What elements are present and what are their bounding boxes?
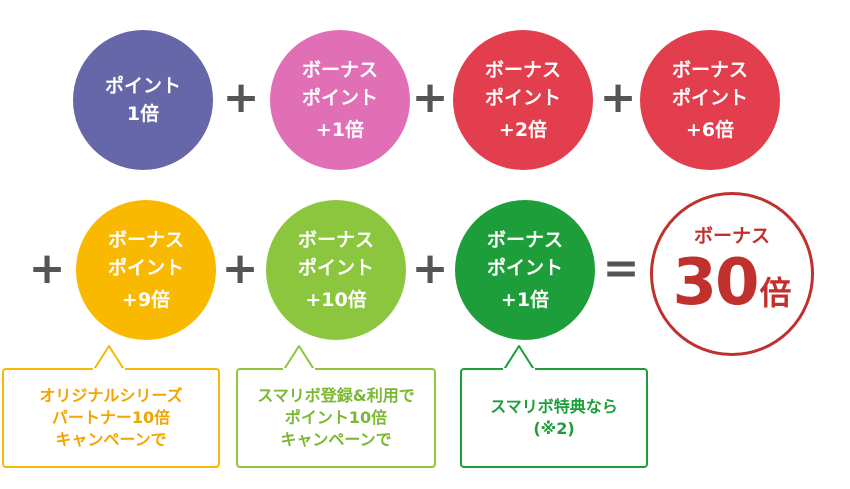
callout-pointer: [283, 345, 315, 370]
circle-text-line: ポイント: [486, 257, 563, 279]
circle-text-line: ポイント: [301, 87, 378, 109]
plus-operator: +: [222, 72, 260, 123]
total-bonus-unit: 倍: [759, 274, 792, 312]
callout-text-line: ポイント10倍: [284, 408, 388, 427]
equals-operator: =: [602, 243, 640, 294]
circle-text-line: 1倍: [126, 103, 160, 125]
plus-operator: +: [28, 243, 66, 294]
circle-text-line: ポイント: [104, 75, 181, 97]
callout-text-line: スマリボ特典なら: [490, 397, 618, 416]
total-bonus-number: 30: [672, 246, 759, 320]
bonus-plus9-circle: ボーナス ポイント +9倍: [76, 200, 216, 340]
circle-text-line: +2倍: [498, 119, 548, 141]
plus-operator: +: [599, 72, 637, 123]
callout-sumaribo-benefit: スマリボ特典なら (※2): [460, 368, 648, 468]
bonus-plus10-circle: ボーナス ポイント +10倍: [266, 200, 406, 340]
circle-text-line: ボーナス: [301, 59, 378, 81]
circle-text-line: +10倍: [305, 289, 367, 311]
base-point-circle: ポイント 1倍: [73, 30, 213, 170]
circle-text-line: ボーナス: [107, 229, 184, 251]
callout-text-line: オリジナルシリーズ: [39, 386, 183, 405]
circle-text-line: ボーナス: [671, 59, 748, 81]
bonus-plus6-circle: ボーナス ポイント +6倍: [640, 30, 780, 170]
circle-text-line: +1倍: [500, 289, 550, 311]
plus-operator: +: [411, 243, 449, 294]
bonus-plus2-circle: ボーナス ポイント +2倍: [453, 30, 593, 170]
callout-text-line: キャンペーンで: [280, 430, 392, 449]
circle-text-line: +6倍: [685, 119, 735, 141]
circle-text-line: ポイント: [107, 257, 184, 279]
callout-text-line: キャンペーンで: [55, 430, 167, 449]
total-bonus-circle: ボーナス 30 倍: [650, 192, 814, 356]
bonus-sumaribo-circle: ボーナス ポイント +1倍: [455, 200, 595, 340]
circle-text-line: ポイント: [484, 87, 561, 109]
callout-sumaribo-registration: スマリボ登録&利用で ポイント10倍 キャンペーンで: [236, 368, 436, 468]
bonus-plus1-circle: ボーナス ポイント +1倍: [270, 30, 410, 170]
callout-original-series: オリジナルシリーズ パートナー10倍 キャンペーンで: [2, 368, 220, 468]
total-bonus-label: ボーナス: [693, 225, 770, 247]
callout-pointer: [503, 345, 535, 370]
circle-text-line: +1倍: [315, 119, 365, 141]
circle-text-line: ボーナス: [484, 59, 561, 81]
callout-text-line: (※2): [533, 419, 575, 438]
total-bonus-value: 30 倍: [672, 248, 791, 318]
plus-operator: +: [411, 72, 449, 123]
circle-text-line: ボーナス: [486, 229, 563, 251]
circle-text-line: ボーナス: [297, 229, 374, 251]
callout-text-line: パートナー10倍: [51, 408, 171, 427]
plus-operator: +: [221, 243, 259, 294]
circle-text-line: +9倍: [121, 289, 171, 311]
circle-text-line: ポイント: [297, 257, 374, 279]
callout-text-line: スマリボ登録&利用で: [257, 386, 415, 405]
circle-text-line: ポイント: [671, 87, 748, 109]
callout-pointer: [93, 345, 125, 370]
